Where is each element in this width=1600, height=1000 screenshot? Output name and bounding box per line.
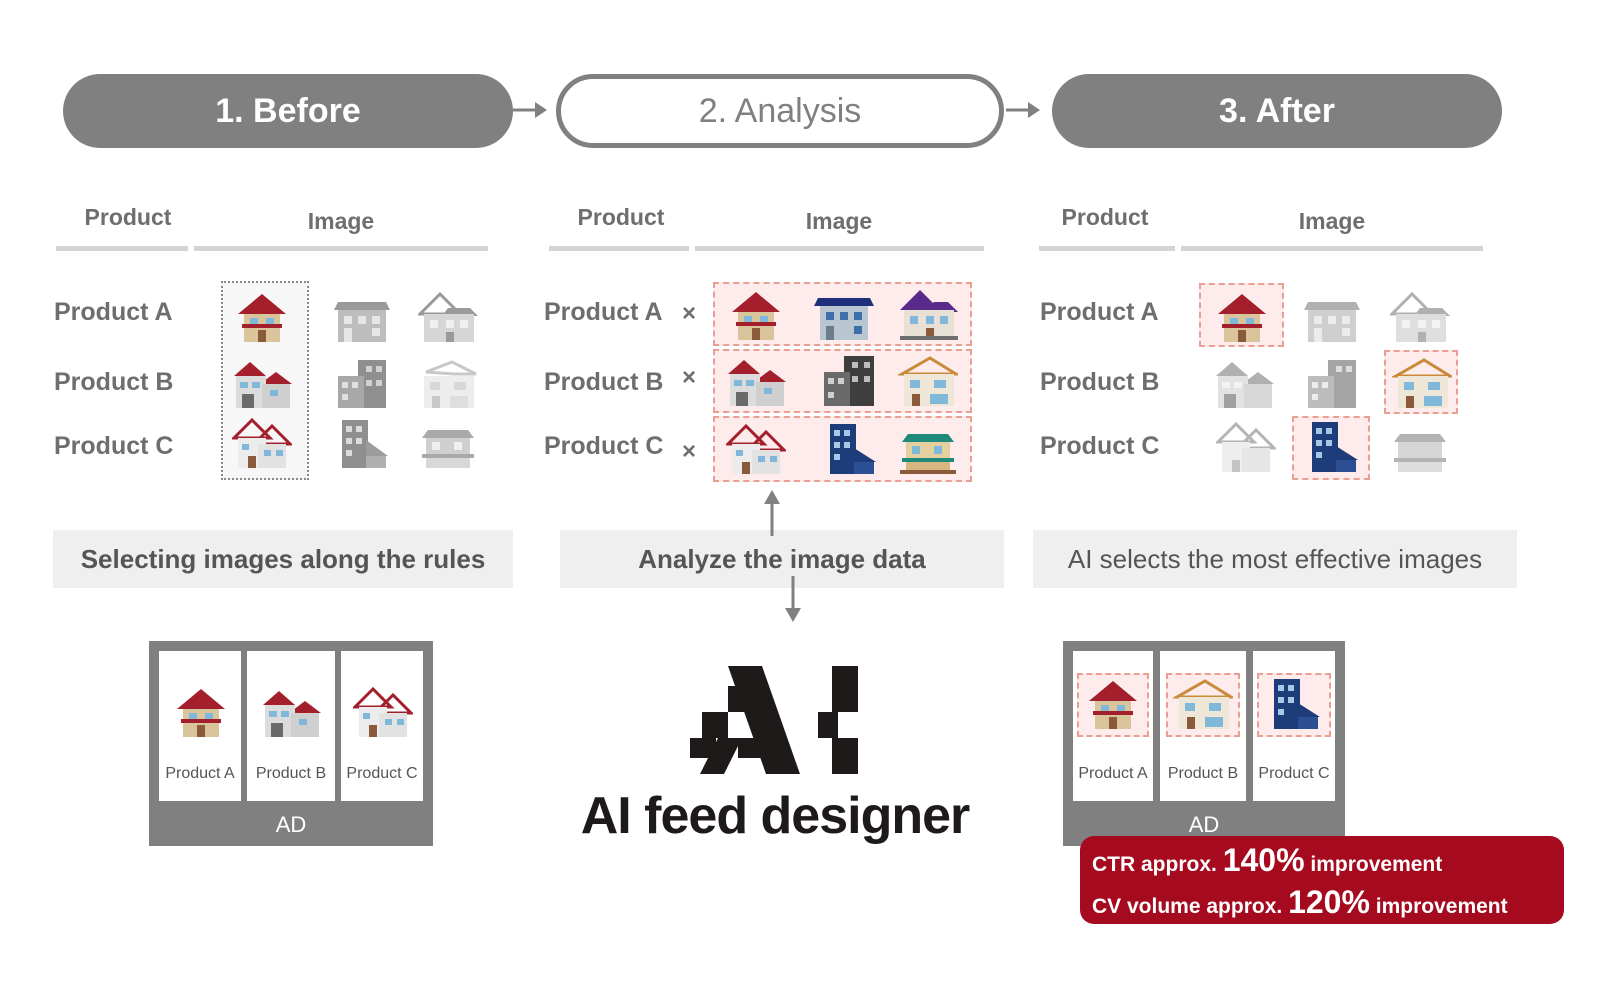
house-image-icon xyxy=(820,354,880,410)
caption-before: Selecting images along the rules xyxy=(53,530,513,588)
ad-card: Product B xyxy=(247,651,335,801)
column-header-image: Image xyxy=(805,208,873,234)
house-image-icon xyxy=(726,288,786,344)
house-image-icon xyxy=(261,685,321,741)
product-label: Product C xyxy=(1040,432,1160,460)
product-label: Product B xyxy=(1040,368,1160,396)
cv-value: 120% xyxy=(1288,884,1370,920)
divider xyxy=(194,246,488,251)
arrow-right-icon xyxy=(513,102,547,118)
ad-card-label: Product A xyxy=(165,765,235,782)
column-header-image: Image xyxy=(1298,208,1366,234)
ad-card-label: Product C xyxy=(1258,765,1330,782)
cv-prefix: CV volume approx. xyxy=(1092,895,1283,918)
house-image-icon xyxy=(332,356,392,412)
house-image-icon xyxy=(1302,420,1362,476)
caption-after: AI selects the most effective images xyxy=(1033,530,1517,588)
column-header-product: Product xyxy=(577,204,665,230)
divider xyxy=(56,246,188,251)
house-image-icon xyxy=(1212,290,1272,346)
house-image-icon xyxy=(1392,356,1452,412)
caption-analysis: Analyze the image data xyxy=(560,530,1004,588)
house-image-icon xyxy=(418,290,478,346)
ad-card: Product A xyxy=(159,651,241,801)
house-image-icon xyxy=(1216,420,1276,476)
house-image-icon xyxy=(418,356,478,412)
step-after: 3. After xyxy=(1052,74,1502,148)
ad-card-label: Product B xyxy=(255,765,327,782)
ad-card-label: Product B xyxy=(1167,765,1239,782)
divider xyxy=(549,246,689,251)
ctr-result: CTR approx. 140% improvement xyxy=(1092,842,1442,879)
product-label: Product A xyxy=(54,298,173,326)
house-image-icon xyxy=(726,354,786,410)
ad-card: Product C xyxy=(341,651,423,801)
cross-icon: × xyxy=(682,364,697,391)
house-image-icon xyxy=(353,685,413,741)
product-label: Product A xyxy=(544,298,663,326)
ad-card: Product C xyxy=(1253,651,1335,801)
house-image-icon xyxy=(332,290,392,346)
product-label: Product C xyxy=(54,432,174,460)
house-image-icon xyxy=(1083,677,1143,733)
divider xyxy=(695,246,984,251)
arrow-up-icon xyxy=(764,490,780,536)
column-header-product: Product xyxy=(84,204,172,230)
ctr-suffix: improvement xyxy=(1310,853,1443,876)
house-image-icon xyxy=(232,416,292,472)
house-image-icon xyxy=(898,422,958,478)
house-image-icon xyxy=(1302,356,1362,412)
house-image-icon xyxy=(1390,290,1450,346)
product-label: Product A xyxy=(1040,298,1159,326)
arrow-down-icon xyxy=(785,576,801,622)
house-image-icon xyxy=(1214,356,1274,412)
house-image-icon xyxy=(814,288,874,344)
house-image-icon xyxy=(1264,677,1324,733)
house-image-icon xyxy=(232,356,292,412)
ctr-prefix: CTR approx. xyxy=(1092,853,1217,876)
ctr-value: 140% xyxy=(1222,842,1305,878)
house-image-icon xyxy=(232,290,292,346)
house-image-icon xyxy=(726,422,786,478)
house-image-icon xyxy=(1173,677,1233,733)
house-image-icon xyxy=(898,354,958,410)
house-image-icon xyxy=(898,288,958,344)
ad-preview-after: Product A Product B Product C AD xyxy=(1063,641,1345,846)
column-header-image: Image xyxy=(307,208,375,234)
house-image-icon xyxy=(171,685,231,741)
brand-name: AI feed designer xyxy=(580,787,971,845)
product-label: Product B xyxy=(54,368,174,396)
house-image-icon xyxy=(1390,420,1450,476)
ad-preview-before: Product A Product B Product C AD xyxy=(149,641,433,846)
divider xyxy=(1039,246,1175,251)
ad-label: AD xyxy=(275,812,307,837)
house-image-icon xyxy=(1302,290,1362,346)
house-image-icon xyxy=(820,422,880,478)
step-analysis: 2. Analysis xyxy=(556,74,1004,148)
ad-card: Product A xyxy=(1073,651,1153,801)
cv-suffix: improvement xyxy=(1375,895,1508,918)
house-image-icon xyxy=(418,416,478,472)
cross-icon: × xyxy=(682,438,697,465)
column-header-product: Product xyxy=(1061,204,1149,230)
cross-icon: × xyxy=(682,300,697,327)
product-label: Product C xyxy=(544,432,664,460)
arrow-right-icon xyxy=(1006,102,1040,118)
ai-logo-icon xyxy=(690,666,858,774)
house-image-icon xyxy=(332,416,392,472)
ad-card-label: Product C xyxy=(346,765,418,782)
product-label: Product B xyxy=(544,368,664,396)
ad-label: AD xyxy=(1188,812,1220,837)
ad-card: Product B xyxy=(1160,651,1246,801)
divider xyxy=(1181,246,1483,251)
results-badge: CTR approx. 140% improvement CV volume a… xyxy=(1080,836,1564,924)
cv-result: CV volume approx. 120% improvement xyxy=(1092,884,1508,921)
step-before: 1. Before xyxy=(63,74,513,148)
ad-card-label: Product A xyxy=(1078,765,1148,782)
